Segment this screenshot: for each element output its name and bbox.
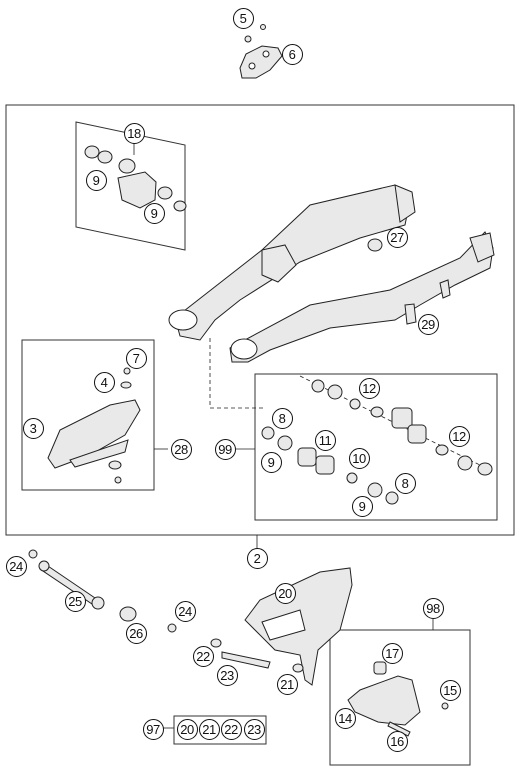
pivot-axis-dashed-line bbox=[209, 338, 265, 409]
callout-12-upper: 12 bbox=[358, 377, 380, 399]
callout-4: 4 bbox=[93, 371, 115, 393]
part-6-bracket bbox=[239, 24, 283, 79]
callout-3: 3 bbox=[22, 417, 44, 439]
callout-14: 14 bbox=[334, 707, 356, 729]
callout-7: 7 bbox=[125, 347, 147, 369]
callout-6: 6 bbox=[281, 43, 303, 65]
callout-18: 18 bbox=[123, 122, 145, 144]
callout-8-right: 8 bbox=[394, 472, 416, 494]
callout-9-bushing-right: 9 bbox=[351, 495, 373, 517]
callout-28: 28 bbox=[170, 438, 192, 460]
callout-5: 5 bbox=[232, 7, 254, 29]
chain-slider-kit-frame bbox=[21, 339, 155, 491]
callout-98: 98 bbox=[422, 597, 444, 619]
callout-2: 2 bbox=[246, 547, 268, 569]
callout-26: 26 bbox=[125, 622, 147, 644]
swingarm-assembly-frame bbox=[5, 104, 515, 536]
callout-27: 27 bbox=[386, 226, 408, 248]
callout-97: 97 bbox=[142, 718, 164, 740]
callout-8-left: 8 bbox=[271, 407, 293, 429]
pivot-bushings bbox=[261, 379, 493, 505]
pivot-bushing-kit-frame bbox=[254, 373, 498, 521]
callout-23-set: 23 bbox=[243, 718, 265, 740]
leader-lines bbox=[133, 143, 434, 729]
callout-16: 16 bbox=[386, 730, 408, 752]
callout-21-guard: 21 bbox=[276, 673, 298, 695]
callout-25: 25 bbox=[64, 590, 86, 612]
callout-9-bushing-left: 9 bbox=[260, 451, 282, 473]
part-3-chain-slider bbox=[47, 367, 141, 484]
part-25-swingarm-axle bbox=[28, 549, 177, 633]
callout-12-lower: 12 bbox=[448, 425, 470, 447]
part-20-chain-guard bbox=[210, 567, 353, 686]
chain-guide-kit-frame bbox=[329, 629, 471, 766]
callout-10: 10 bbox=[348, 447, 370, 469]
callout-11: 11 bbox=[314, 429, 336, 451]
callout-29: 29 bbox=[417, 313, 439, 335]
callout-99: 99 bbox=[214, 438, 236, 460]
callout-22-set: 22 bbox=[220, 718, 242, 740]
callout-17: 17 bbox=[381, 642, 403, 664]
callout-15: 15 bbox=[439, 679, 461, 701]
callout-21-set: 21 bbox=[198, 718, 220, 740]
callout-20-guard: 20 bbox=[274, 582, 296, 604]
callout-22-guard: 22 bbox=[192, 645, 214, 667]
bearing-kit-frame bbox=[75, 121, 186, 251]
callout-24-right: 24 bbox=[174, 600, 196, 622]
callout-9-bearing-left: 9 bbox=[85, 169, 107, 191]
callout-20-set: 20 bbox=[176, 718, 198, 740]
callout-24-left: 24 bbox=[5, 555, 27, 577]
callout-23-guard: 23 bbox=[216, 664, 238, 686]
part-18-bearing-set bbox=[84, 145, 187, 212]
chain-guide-set-frame bbox=[173, 715, 267, 745]
swingarm-body bbox=[168, 184, 495, 363]
callout-9-bearing-right: 9 bbox=[143, 202, 165, 224]
part-14-chain-guide-block bbox=[347, 661, 449, 737]
